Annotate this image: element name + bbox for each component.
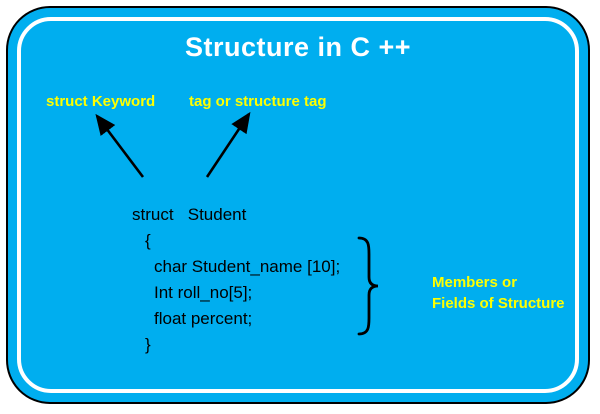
code-close-brace: } [145,335,151,354]
label-members-line1: Members or [432,274,518,291]
label-members-fields: Members or Fields of Structure [432,272,565,314]
code-open-brace: { [145,231,151,250]
rounded-panel: Structure in C ++ struct Keyword tag or … [6,6,590,404]
label-members-line2: Fields of Structure [432,295,565,312]
label-structure-tag: tag or structure tag [189,93,327,110]
code-field-1: char Student_name [10]; [154,257,341,276]
code-field-3: float percent; [154,309,253,328]
code-field-2: Int roll_no[5]; [154,283,253,302]
diagram-title: Structure in C ++ [184,32,412,62]
code-declaration: struct Student [132,205,247,224]
right-curly-brace-icon [357,236,379,336]
label-struct-keyword: struct Keyword [46,93,156,110]
code-block: struct Student { char Student_name [10];… [132,202,340,358]
